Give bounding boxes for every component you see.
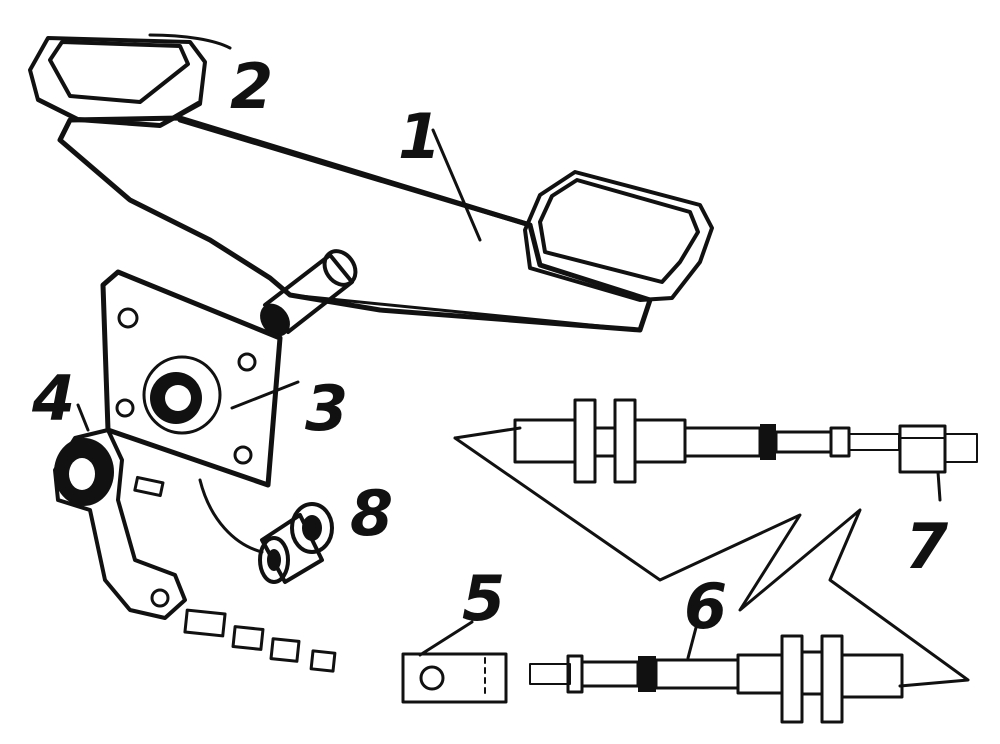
callout-6: 6 (684, 570, 727, 643)
bushing (258, 502, 334, 584)
shim-washers (183, 608, 337, 673)
threaded-rod-lower (529, 634, 904, 724)
pedal-shaft (260, 249, 358, 337)
section-wedge (453, 426, 970, 688)
nut-leader (936, 470, 942, 502)
leader-lines (76, 33, 700, 660)
callout-4: 4 (31, 362, 75, 435)
threaded-rod-upper (513, 398, 900, 484)
crank-arm (53, 428, 187, 620)
callout-8: 8 (350, 477, 393, 550)
bushing-leader (198, 478, 264, 554)
hex-nut (898, 424, 978, 474)
callout-7: 7 (905, 510, 949, 583)
pedal-lever (57, 115, 653, 333)
callout-5: 5 (462, 562, 505, 635)
pedal-pad-right (523, 170, 714, 302)
callout-3: 3 (305, 372, 348, 445)
key-pin (133, 475, 165, 498)
mounting-plate (100, 269, 283, 488)
callout-2: 2 (230, 50, 273, 123)
tab-plate (401, 652, 508, 704)
pedal-pad-left (28, 36, 207, 128)
callout-1: 1 (398, 100, 441, 173)
